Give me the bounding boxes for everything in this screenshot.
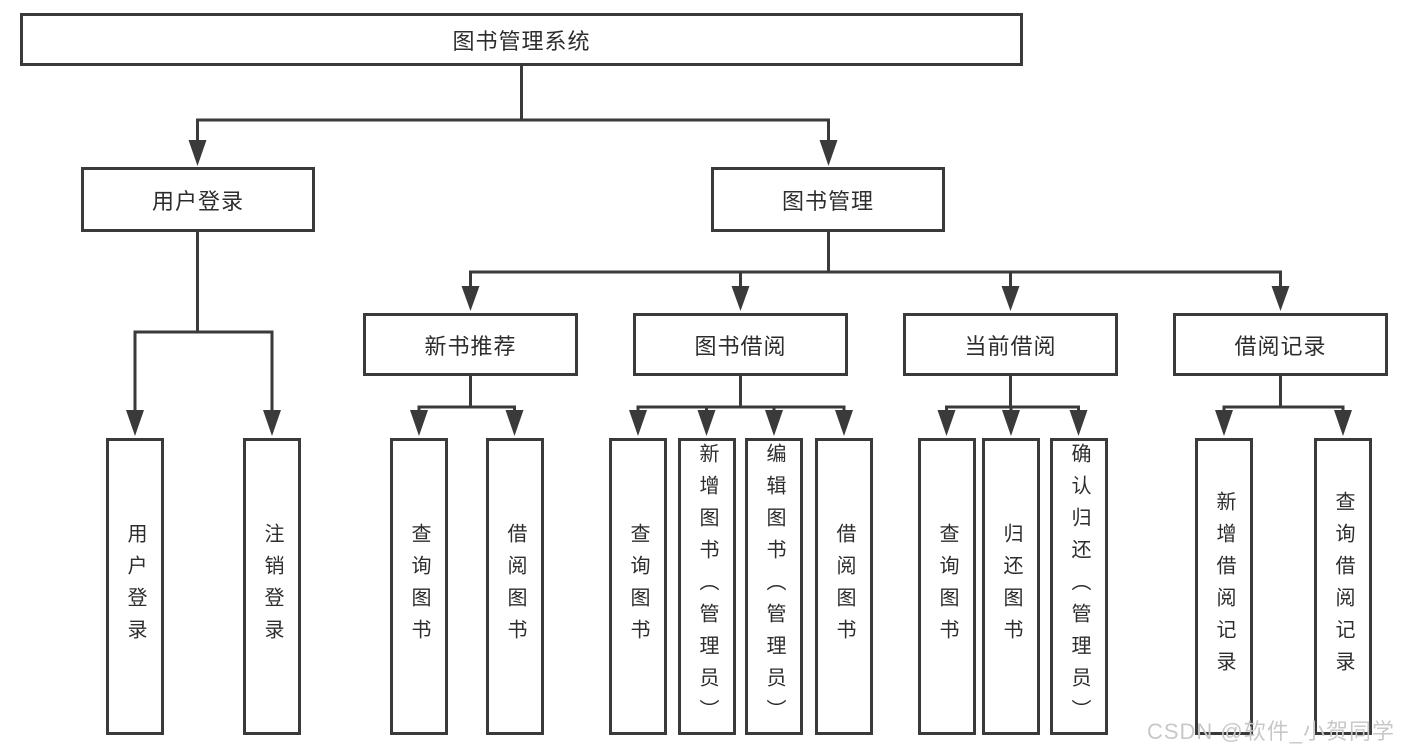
- leaf-query-borrow-record-label: 查询借阅记录: [1332, 490, 1354, 683]
- node-current-borrowing: 当前借阅: [903, 313, 1118, 376]
- leaf-recommend-query-books-label: 查询图书: [408, 522, 430, 651]
- leaf-recommend-query-books: 查询图书: [390, 438, 448, 735]
- leaf-edit-books-admin-label: 编辑图书（管理员）: [763, 442, 785, 731]
- watermark-text: CSDN @软件_小贺同学: [1146, 719, 1395, 744]
- node-book-borrowing: 图书借阅: [633, 313, 848, 376]
- leaf-borrowing-query-books-label: 查询图书: [627, 522, 649, 651]
- leaf-borrowing-query-books: 查询图书: [609, 438, 667, 735]
- leaf-add-borrow-record-label: 新增借阅记录: [1213, 490, 1235, 683]
- leaf-return-books-label: 归还图书: [1000, 522, 1022, 651]
- leaf-borrow-books-label: 借阅图书: [833, 522, 855, 651]
- leaf-confirm-return-admin: 确认归还（管理员）: [1050, 438, 1108, 735]
- node-book-management: 图书管理: [711, 167, 945, 232]
- leaf-recommend-borrow-books-label: 借阅图书: [504, 522, 526, 651]
- leaf-add-books-admin: 新增图书（管理员）: [678, 438, 736, 735]
- leaf-add-borrow-record: 新增借阅记录: [1195, 438, 1253, 735]
- leaf-borrow-books: 借阅图书: [815, 438, 873, 735]
- arrowhead-icons: [126, 140, 1352, 436]
- node-borrowing-records: 借阅记录: [1173, 313, 1388, 376]
- leaf-edit-books-admin: 编辑图书（管理员）: [745, 438, 803, 735]
- leaf-logout: 注销登录: [243, 438, 301, 735]
- leaf-return-books: 归还图书: [982, 438, 1040, 735]
- leaf-recommend-borrow-books: 借阅图书: [486, 438, 544, 735]
- node-system-root: 图书管理系统: [20, 13, 1023, 66]
- leaf-confirm-return-admin-label: 确认归还（管理员）: [1068, 442, 1090, 731]
- leaf-current-query-books-label: 查询图书: [936, 522, 958, 651]
- node-new-book-recommend: 新书推荐: [363, 313, 578, 376]
- leaf-user-login: 用户登录: [106, 438, 164, 735]
- leaf-query-borrow-record: 查询借阅记录: [1314, 438, 1372, 735]
- leaf-current-query-books: 查询图书: [918, 438, 976, 735]
- leaf-logout-label: 注销登录: [261, 522, 283, 651]
- leaf-user-login-label: 用户登录: [124, 522, 146, 651]
- node-user-login-group: 用户登录: [81, 167, 315, 232]
- leaf-add-books-admin-label: 新增图书（管理员）: [696, 442, 718, 731]
